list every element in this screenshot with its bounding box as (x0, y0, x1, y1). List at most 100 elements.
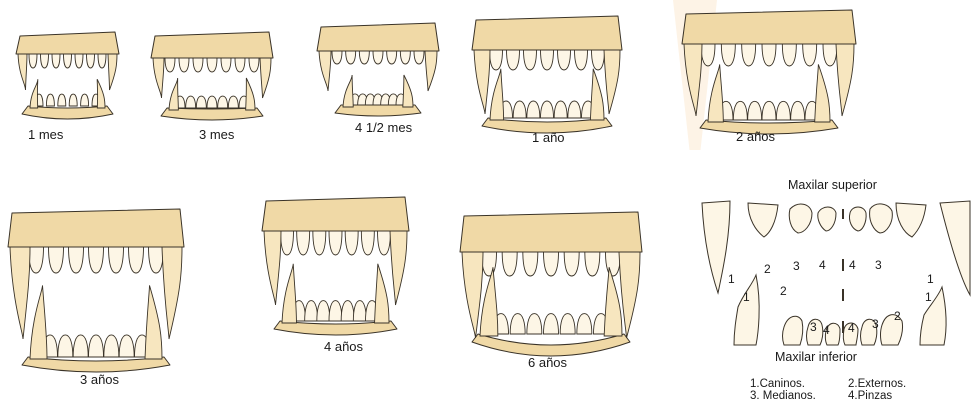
jaw-3-anos: 3 años (0, 195, 192, 393)
jaw-4-anos-upper-canine-right (390, 231, 407, 305)
jaw-4-anos-upper-canine-left (264, 231, 281, 305)
jaw-6-anos-lower-tooth-4 (544, 314, 559, 334)
jaw-1-ano-upper-tooth-2 (507, 50, 520, 70)
lower-number-4-right: 4 (848, 321, 855, 335)
legend-medianos: 3. Medianos. (750, 390, 848, 402)
jaw-2-anos-lower-tooth-4 (762, 101, 776, 120)
jaw-2-anos-upper-tooth-4 (762, 44, 776, 66)
jaw-4-anos-upper-tooth-5 (345, 231, 358, 255)
jaw-4-anos-upper-tooth-4 (329, 231, 342, 255)
legend-caninos: 1.Caninos. (750, 378, 848, 390)
jaw-1-ano-upper-tooth-4 (541, 50, 554, 70)
jaw-4-5-mes-upper-tooth-7 (414, 51, 424, 64)
jaw-6-anos-upper-canine-left (462, 252, 483, 338)
chart-title-lower: Maxilar inferior (775, 350, 857, 364)
jaw-6-anos-upper-tooth-4 (544, 252, 559, 276)
jaw-4-anos-upper-gum (262, 197, 409, 231)
jaw-2-anos-lower-tooth-5 (776, 101, 790, 120)
jaw-6-anos-upper-tooth-5 (564, 252, 579, 276)
jaw-3-anos-upper-tooth-6 (129, 247, 144, 273)
upper-pincer-right (849, 207, 866, 231)
jaw-6-anos-lower-canine-left (480, 267, 498, 336)
jaw-3-anos-upper-canine-right (162, 247, 182, 339)
jaw-1-ano-lower-tooth-6 (568, 101, 581, 118)
jaw-4-anos-upper-tooth-7 (378, 231, 391, 255)
jaw-3-mes-upper-tooth-1 (165, 58, 175, 72)
jaw-4-anos-upper-tooth-2 (297, 231, 310, 255)
jaw-3-anos-upper-gum (8, 209, 184, 247)
jaw-6-anos-upper-tooth-7 (606, 252, 621, 276)
label-1-ano: 1 año (532, 130, 565, 145)
label-3-anos: 3 años (80, 372, 119, 387)
jaw-4-anos-lower-tooth-5 (341, 301, 354, 321)
jaw-4-anos-lower-tooth-2 (305, 301, 318, 321)
upper-number-4-left: 4 (819, 258, 826, 272)
jaw-3-anos-upper-canine-left (10, 247, 30, 339)
jaw-4-5-mes-upper-tooth-6 (400, 51, 410, 64)
lower-number-1-right: 1 (925, 290, 932, 304)
jaw-2-anos-upper-canine-left (684, 44, 702, 116)
jaw-2-anos-upper-tooth-1 (701, 44, 715, 66)
jaw-6-anos-upper-tooth-1 (482, 252, 497, 276)
lower-number-3-right: 3 (872, 317, 879, 331)
jaw-6-anos-upper-tooth-6 (585, 252, 600, 276)
jaw-3-mes-upper-tooth-6 (235, 58, 245, 72)
jaw-3-mes-upper-gum (151, 32, 273, 58)
upper-number-3-right: 3 (875, 258, 882, 272)
lower-external-left (783, 316, 803, 345)
jaw-2-anos-lower-tooth-2 (733, 101, 747, 120)
jaw-1-mes-lower-tooth-3 (58, 94, 66, 106)
jaw-3-mes-upper-tooth-5 (221, 58, 231, 72)
lower-number-3-left: 3 (810, 320, 817, 334)
jaw-1-mes-lower-tooth-2 (46, 94, 54, 106)
legend-pinzas: 4.Pinzas (848, 390, 892, 402)
legend-externos: 2.Externos. (848, 378, 906, 390)
jaw-2-anos-lower-canine-right (815, 64, 830, 122)
jaw-2-anos: 2 años (676, 8, 862, 152)
lower-number-4-left: 4 (823, 323, 830, 337)
jaw-4-anos-lower-tooth-6 (353, 301, 366, 321)
upper-number-2-left: 2 (764, 262, 771, 276)
jaw-6-anos-upper-tooth-2 (502, 252, 517, 276)
jaw-6-anos-lower-gum (472, 334, 630, 356)
label-4-anos: 4 años (324, 339, 363, 354)
label-3-mes: 3 mes (199, 127, 234, 142)
label-4-5-mes: 4 1/2 mes (355, 120, 412, 135)
jaw-1-ano-upper-gum (472, 16, 622, 50)
jaw-3-anos-upper-tooth-3 (69, 247, 84, 273)
jaw-1-ano-lower-canine-right (590, 69, 604, 120)
upper-median-left (789, 204, 812, 233)
jaw-6-anos-lower-tooth-5 (560, 314, 575, 334)
label-6-anos: 6 años (528, 355, 567, 370)
jaw-1-ano-upper-canine-left (474, 50, 490, 114)
jaw-2-anos-upper-tooth-3 (742, 44, 756, 66)
jaw-1-ano-lower-tooth-2 (513, 101, 526, 118)
jaw-4-5-mes-upper-tooth-2 (346, 51, 356, 64)
jaw-3-anos-upper-tooth-7 (149, 247, 164, 273)
jaw-1-ano-upper-tooth-7 (592, 50, 605, 70)
jaw-3-mes-upper-canine-left (153, 58, 164, 98)
lower-number-2-left: 2 (780, 284, 787, 298)
jaw-4-anos: 4 años (258, 195, 413, 360)
jaw-1-ano-lower-tooth-4 (541, 101, 554, 118)
label-1-mes: 1 mes (28, 127, 63, 142)
jaw-3-anos-lower-tooth-2 (58, 335, 73, 357)
midline-lower (842, 321, 844, 333)
jaw-6-anos-lower-canine-right (604, 267, 622, 336)
upper-canine-right (940, 201, 970, 295)
jaw-1-mes-upper-tooth-5 (75, 54, 83, 68)
jaw-3-anos-upper-tooth-1 (29, 247, 44, 273)
jaw-1-ano-upper-tooth-6 (575, 50, 588, 70)
jaw-3-anos-lower-canine-left (30, 285, 47, 359)
jaw-3-mes-upper-canine-right (260, 58, 271, 98)
jaw-4-5-mes: 4 1/2 mes (313, 25, 443, 137)
jaw-3-mes-lower-tooth-5 (218, 96, 228, 108)
jaw-3-mes-lower-canine-left (169, 78, 178, 110)
jaw-4-5-mes-upper-canine-right (425, 51, 437, 91)
jaw-1-mes-upper-tooth-2 (41, 54, 49, 68)
jaw-4-anos-lower-tooth-4 (329, 301, 342, 321)
jaw-3-mes-lower-tooth-2 (186, 96, 196, 108)
jaw-1-mes-upper-canine-right (108, 54, 117, 90)
jaw-6-anos: 6 años (456, 210, 646, 385)
upper-number-3-left: 3 (793, 259, 800, 273)
